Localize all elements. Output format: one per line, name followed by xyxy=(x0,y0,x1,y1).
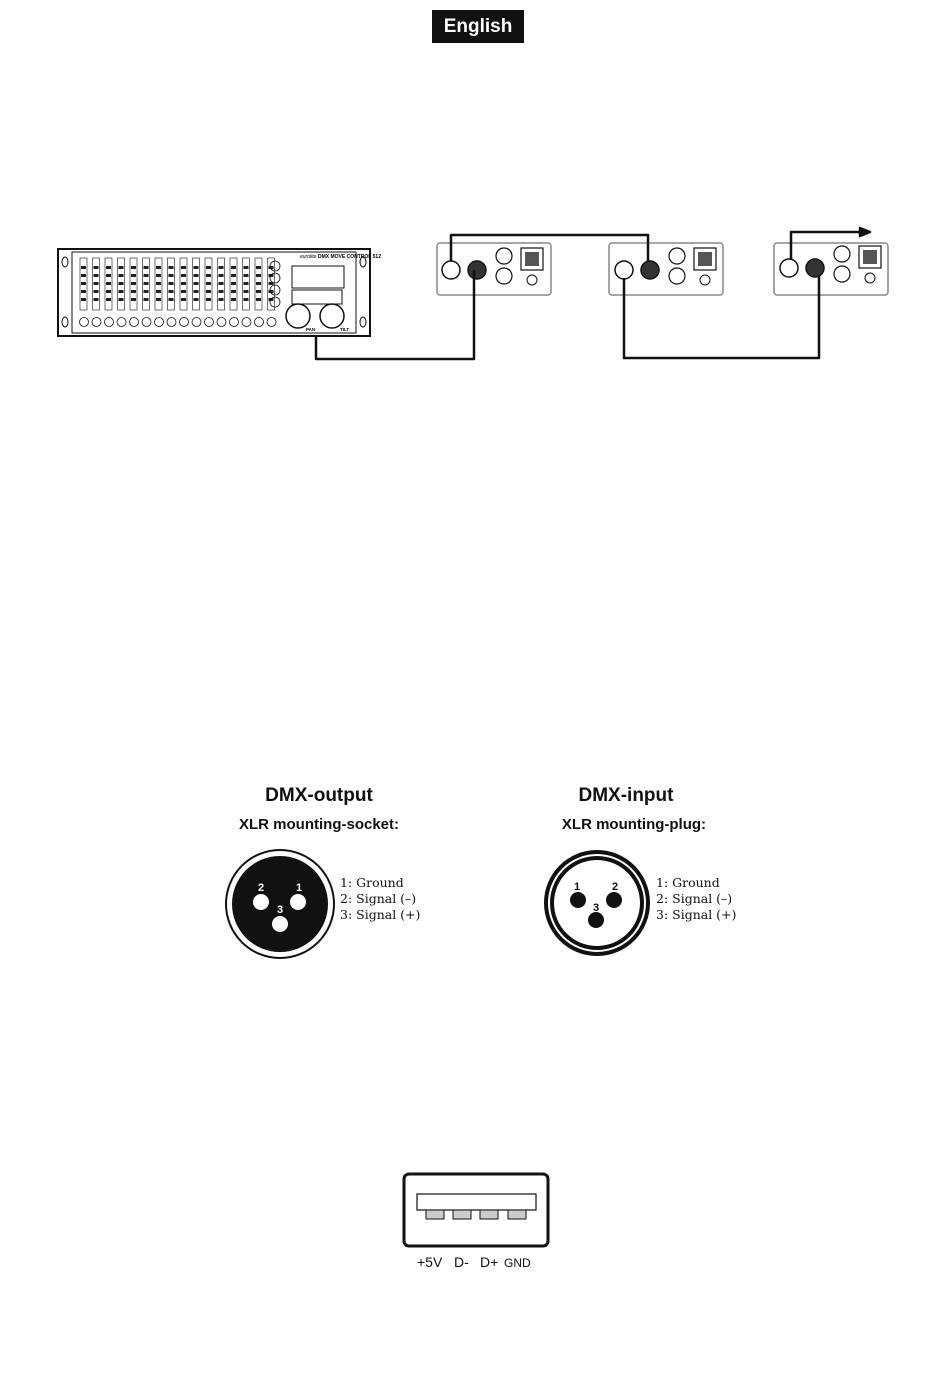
pin-1-description: 1: Ground xyxy=(656,875,736,891)
dmx-output-subtitle: XLR mounting-socket: xyxy=(189,816,449,833)
socket-pin-2-label: 2 xyxy=(258,882,264,894)
pin-1-description: 1: Ground xyxy=(340,875,420,891)
pan-label: PAN xyxy=(306,327,315,332)
socket-pin-1-label: 1 xyxy=(296,882,302,894)
plug-pin-1-label: 1 xyxy=(574,881,580,893)
dmx-input-subtitle: XLR mounting-plug: xyxy=(504,816,764,833)
usb-pin-d-plus: D+ xyxy=(480,1254,498,1270)
pin-3-description: 3: Signal (+) xyxy=(340,907,420,923)
controller-brand: eurolite xyxy=(300,254,317,260)
usb-pin-d-minus: D- xyxy=(454,1254,469,1270)
tilt-label: TILT xyxy=(340,327,349,332)
fixture-panel-2 xyxy=(609,243,723,295)
fixture-panel-1 xyxy=(437,243,551,295)
dmx-output-title: DMX-output xyxy=(189,785,449,807)
socket-pin-3-label: 3 xyxy=(277,904,283,916)
pin-2-description: 2: Signal (–) xyxy=(656,891,736,907)
usb-pin-gnd: GND xyxy=(504,1256,531,1270)
dmx-input-pin-list: 1: Ground 2: Signal (–) 3: Signal (+) xyxy=(656,875,736,923)
pin-3-description: 3: Signal (+) xyxy=(656,907,736,923)
dmx-controller: eurolite DMX MOVE CONTROL 512 PAN TILT xyxy=(58,249,381,336)
usb-pin-vcc: +5V xyxy=(417,1254,442,1270)
plug-pin-2-label: 2 xyxy=(612,881,618,893)
usb-connector-diagram xyxy=(402,1172,550,1248)
dmx-input-title: DMX-input xyxy=(496,785,756,807)
controller-model: DMX MOVE CONTROL 512 xyxy=(318,254,381,260)
dmx-output-pin-list: 1: Ground 2: Signal (–) 3: Signal (+) xyxy=(340,875,420,923)
pin-2-description: 2: Signal (–) xyxy=(340,891,420,907)
connection-diagram: eurolite DMX MOVE CONTROL 512 PAN TILT xyxy=(0,0,950,380)
plug-pin-3-label: 3 xyxy=(593,902,599,914)
xlr-socket-diagram: 2 1 3 xyxy=(224,848,336,960)
xlr-plug-diagram: 1 2 3 xyxy=(542,848,652,958)
